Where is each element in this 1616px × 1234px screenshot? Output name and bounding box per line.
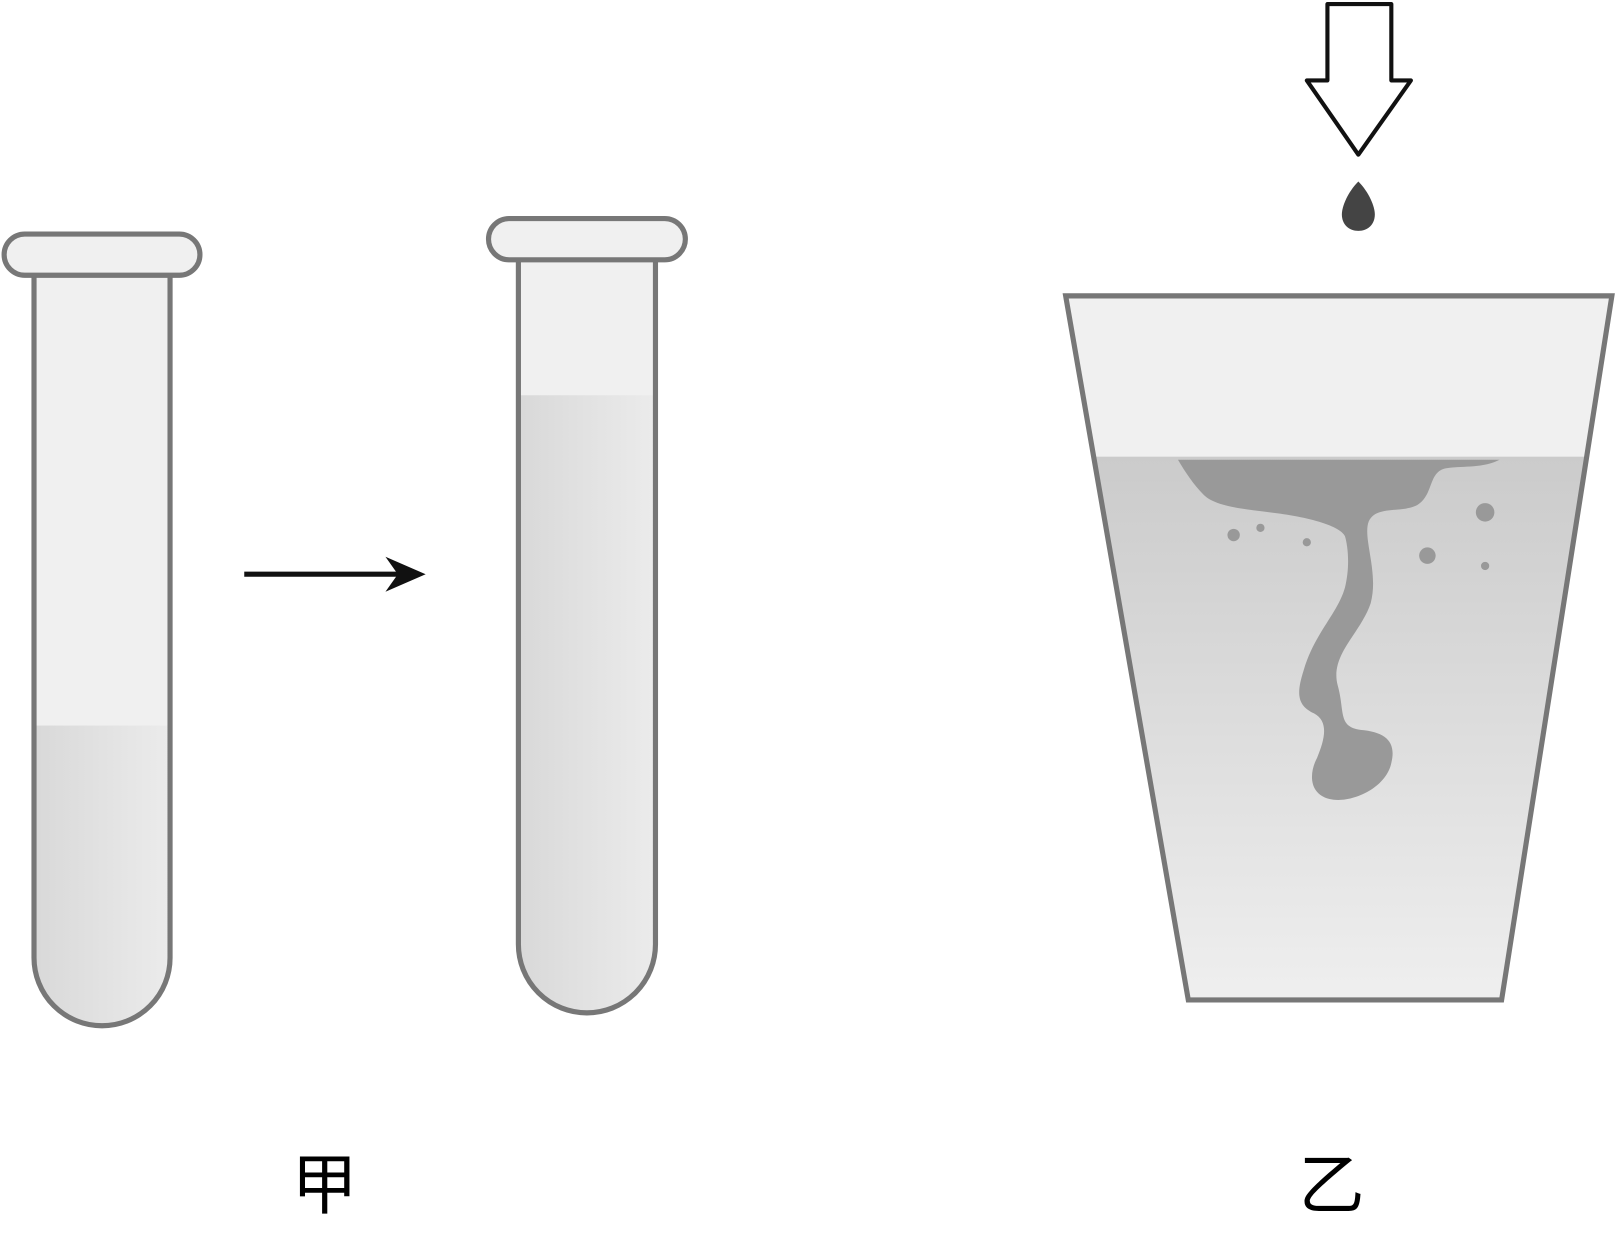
tube-after-liquid <box>518 395 656 1013</box>
test-tube-before <box>1 231 203 1029</box>
tube-before-rim <box>1 231 203 278</box>
tube-after-rim <box>485 215 688 263</box>
label-yi: 乙 <box>1299 1147 1365 1224</box>
process-arrow <box>244 556 426 592</box>
ink-diffusion <box>1177 459 1500 800</box>
ink-particles <box>1227 503 1495 571</box>
hollow-down-arrow-icon <box>1304 2 1413 157</box>
tube-before-liquid <box>34 725 171 1026</box>
label-jia: 甲 <box>292 1147 358 1224</box>
beaker <box>1062 293 1615 1003</box>
test-tube-after <box>485 215 688 1016</box>
ink-drop <box>1341 181 1375 231</box>
